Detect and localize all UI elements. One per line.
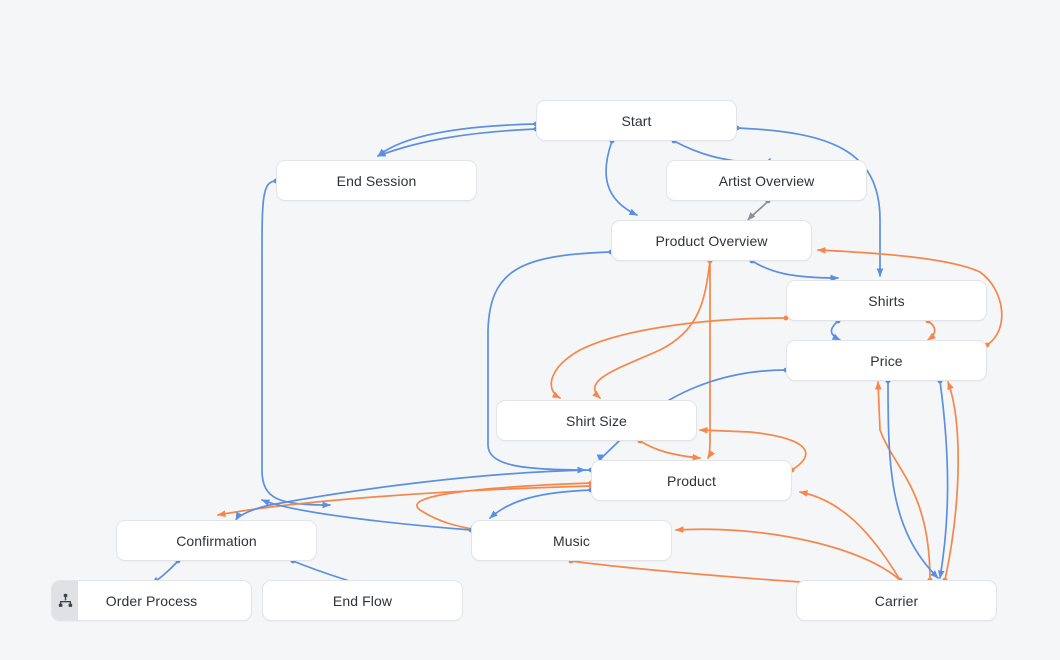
edge-price-to-carrier[interactable] — [937, 378, 949, 579]
edge-product_overview-to-shirt_size[interactable] — [592, 258, 713, 399]
edge-product-to-start[interactable] — [235, 467, 594, 521]
edge-shirts-to-price[interactable] — [830, 318, 841, 341]
node-order_process[interactable]: Order Process — [51, 580, 252, 621]
edge-price-to-carrier[interactable] — [885, 378, 939, 579]
node-label: Artist Overview — [718, 172, 815, 189]
node-label: Price — [870, 352, 903, 369]
node-shirt_size[interactable]: Shirt Size — [496, 400, 697, 441]
edge-product_overview-to-shirts[interactable] — [749, 258, 839, 282]
node-end_session[interactable]: End Session — [276, 160, 477, 201]
node-label: Shirts — [868, 292, 905, 309]
node-start[interactable]: Start — [536, 100, 737, 141]
node-label: End Flow — [332, 592, 393, 609]
edge-carrier-to-price[interactable] — [942, 381, 959, 583]
node-carrier[interactable]: Carrier — [796, 580, 997, 621]
node-label: Music — [552, 532, 591, 549]
node-artist_overview[interactable]: Artist Overview — [666, 160, 867, 201]
node-label: Product Overview — [655, 232, 768, 249]
edge-artist_overview-to-product_overview[interactable] — [747, 198, 771, 221]
node-label: Order Process — [105, 592, 198, 609]
edge-carrier-to-product[interactable] — [799, 490, 903, 583]
hierarchy-icon — [52, 581, 78, 620]
edge-shirts-to-price[interactable] — [925, 318, 937, 341]
edge-start-to-end_session[interactable] — [377, 121, 539, 157]
edge-start-to-end_session[interactable] — [377, 126, 539, 157]
edge-product-to-music[interactable] — [489, 487, 594, 519]
edge-start-to-product_overview[interactable] — [605, 138, 638, 216]
edge-price-to-shirt_size[interactable] — [550, 315, 789, 399]
node-label: Start — [621, 112, 652, 129]
edge-product_overview-to-product[interactable] — [707, 258, 715, 459]
node-confirmation[interactable]: Confirmation — [116, 520, 317, 561]
edge-carrier-to-price[interactable] — [874, 381, 933, 583]
edge-product-to-confirmation[interactable] — [217, 483, 594, 517]
node-music[interactable]: Music — [471, 520, 672, 561]
edge-shirt_size-to-product[interactable] — [637, 438, 701, 461]
node-label: End Session — [336, 172, 417, 189]
node-end_flow[interactable]: End Flow — [262, 580, 463, 621]
node-shirts[interactable]: Shirts — [786, 280, 987, 321]
edge-carrier-to-music[interactable] — [675, 526, 903, 583]
edge-end_session-to-start[interactable] — [261, 178, 331, 509]
node-label: Confirmation — [176, 532, 257, 549]
node-label: Shirt Size — [566, 412, 627, 429]
node-product[interactable]: Product — [591, 460, 792, 501]
node-product_overview[interactable]: Product Overview — [611, 220, 812, 261]
node-price[interactable]: Price — [786, 340, 987, 381]
node-label: Product — [667, 472, 716, 489]
node-label: Carrier — [874, 592, 919, 609]
